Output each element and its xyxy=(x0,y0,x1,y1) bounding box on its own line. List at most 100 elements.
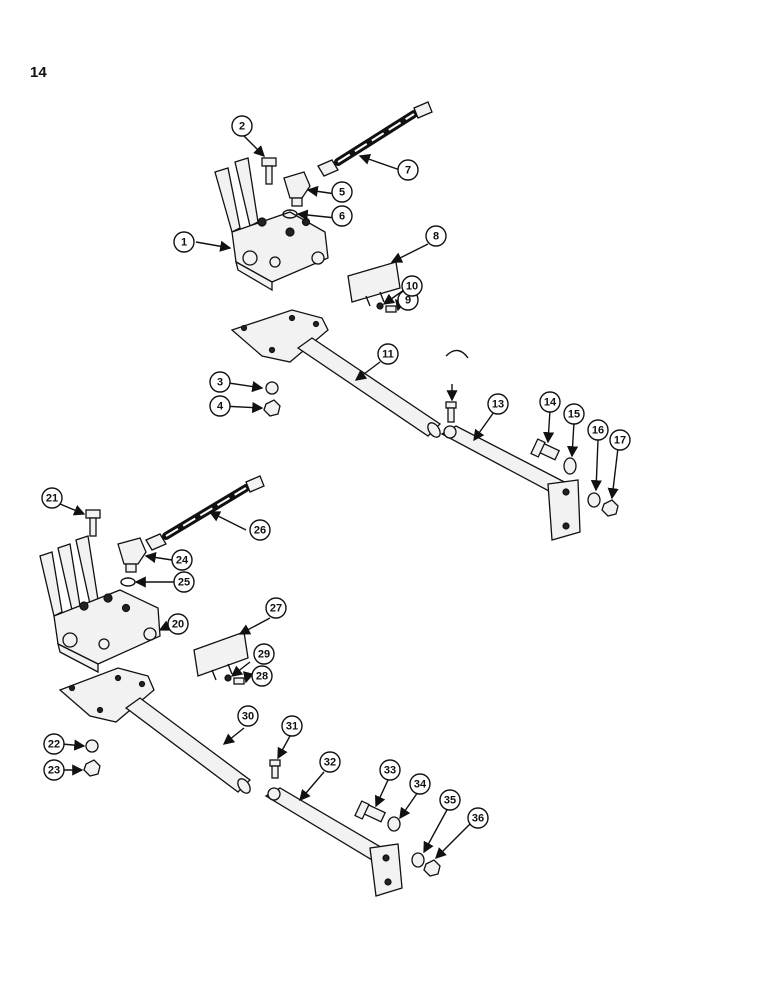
washer-22 xyxy=(85,739,99,753)
cover-plate-27 xyxy=(193,631,249,681)
callout-circle xyxy=(487,393,509,415)
lockwasher-16 xyxy=(587,492,601,508)
callout-number: 28 xyxy=(256,671,268,683)
callout-circle xyxy=(253,643,275,665)
callout-circle xyxy=(379,759,401,781)
nut-4 xyxy=(263,399,281,417)
washer-3 xyxy=(265,381,279,395)
callout-6: 6 xyxy=(331,205,353,227)
callout-circle xyxy=(173,231,195,253)
callout-16: 16 xyxy=(587,419,609,441)
callout-circle xyxy=(331,181,353,203)
callout-5: 5 xyxy=(331,181,353,203)
callout-circle xyxy=(331,205,353,227)
callout-number: 35 xyxy=(444,795,456,807)
bolt-33 xyxy=(354,800,387,823)
callout-number: 27 xyxy=(270,603,282,615)
callout-number: 15 xyxy=(568,409,580,421)
callout-17: 17 xyxy=(609,429,631,451)
callout-circle xyxy=(409,773,431,795)
callout-15: 15 xyxy=(563,403,585,425)
callout-30: 30 xyxy=(237,705,259,727)
callout-number: 1 xyxy=(181,237,187,249)
nut-23 xyxy=(83,759,101,777)
callout-35: 35 xyxy=(439,789,461,811)
callout-circle xyxy=(249,519,271,541)
callout-circle xyxy=(467,807,489,829)
lower-assembly xyxy=(39,475,441,897)
callout-circle xyxy=(237,705,259,727)
callout-circle xyxy=(439,789,461,811)
callout-number: 26 xyxy=(254,525,266,537)
screw-28 xyxy=(233,677,245,685)
callout-number: 10 xyxy=(406,281,418,293)
callout-circle xyxy=(231,115,253,137)
bolt-14 xyxy=(530,438,561,461)
callout-number: 20 xyxy=(172,619,184,631)
callout-number: 13 xyxy=(492,399,504,411)
callout-number: 32 xyxy=(324,757,336,769)
washer-10 xyxy=(376,302,384,310)
callout-number: 4 xyxy=(217,401,224,413)
callout-number: 11 xyxy=(382,349,394,361)
control-valve-three-lever xyxy=(39,535,161,674)
callout-13: 13 xyxy=(487,393,509,415)
mount-tube-30 xyxy=(58,667,251,794)
callout-circle xyxy=(587,419,609,441)
callout-number: 30 xyxy=(242,711,254,723)
callout-circle xyxy=(167,613,189,635)
callout-circle xyxy=(377,343,399,365)
callout-number: 21 xyxy=(46,493,58,505)
callout-number: 31 xyxy=(286,721,298,733)
callout-33: 33 xyxy=(379,759,401,781)
callout-circle xyxy=(281,715,303,737)
bolt-2 xyxy=(261,157,277,185)
bolt-31 xyxy=(269,759,281,779)
callout-4: 4 xyxy=(209,395,231,417)
mount-tube-11 xyxy=(230,309,442,438)
callout-22: 22 xyxy=(43,733,65,755)
callout-31: 31 xyxy=(281,715,303,737)
elbow-fitting-5 xyxy=(283,171,311,207)
callout-circle xyxy=(609,429,631,451)
elbow-fitting-24 xyxy=(117,537,147,573)
callout-26: 26 xyxy=(249,519,271,541)
bolt-12 xyxy=(445,401,457,423)
retaining-arc xyxy=(445,349,469,359)
nut-36 xyxy=(423,859,441,877)
callout-circle xyxy=(397,159,419,181)
callout-10: 10 xyxy=(401,275,423,297)
callout-number: 25 xyxy=(178,577,190,589)
callout-number: 33 xyxy=(384,765,396,777)
callout-number: 7 xyxy=(405,165,411,177)
callout-number: 24 xyxy=(176,555,189,567)
callout-2: 2 xyxy=(231,115,253,137)
callout-14: 14 xyxy=(539,391,561,413)
callout-27: 27 xyxy=(265,597,287,619)
o-ring-25 xyxy=(120,577,136,587)
washer-34 xyxy=(387,816,401,832)
callout-circle xyxy=(401,275,423,297)
callout-circle xyxy=(173,571,195,593)
support-arm-13 xyxy=(440,425,581,541)
hydraulic-hose-7 xyxy=(317,101,433,177)
callout-circle xyxy=(43,733,65,755)
callout-number: 36 xyxy=(472,813,484,825)
screw-9 xyxy=(385,305,397,313)
callout-3: 3 xyxy=(209,371,231,393)
callout-number: 23 xyxy=(48,765,60,777)
callout-circle xyxy=(319,751,341,773)
callout-25: 25 xyxy=(173,571,195,593)
callout-number: 17 xyxy=(614,435,626,447)
callout-number: 8 xyxy=(433,231,439,243)
callout-29: 29 xyxy=(253,643,275,665)
callout-number: 22 xyxy=(48,739,60,751)
callout-number: 16 xyxy=(592,425,604,437)
callout-number: 3 xyxy=(217,377,223,389)
leader-lines xyxy=(59,133,619,859)
callout-34: 34 xyxy=(409,773,431,795)
cover-plate-8 xyxy=(347,261,401,307)
